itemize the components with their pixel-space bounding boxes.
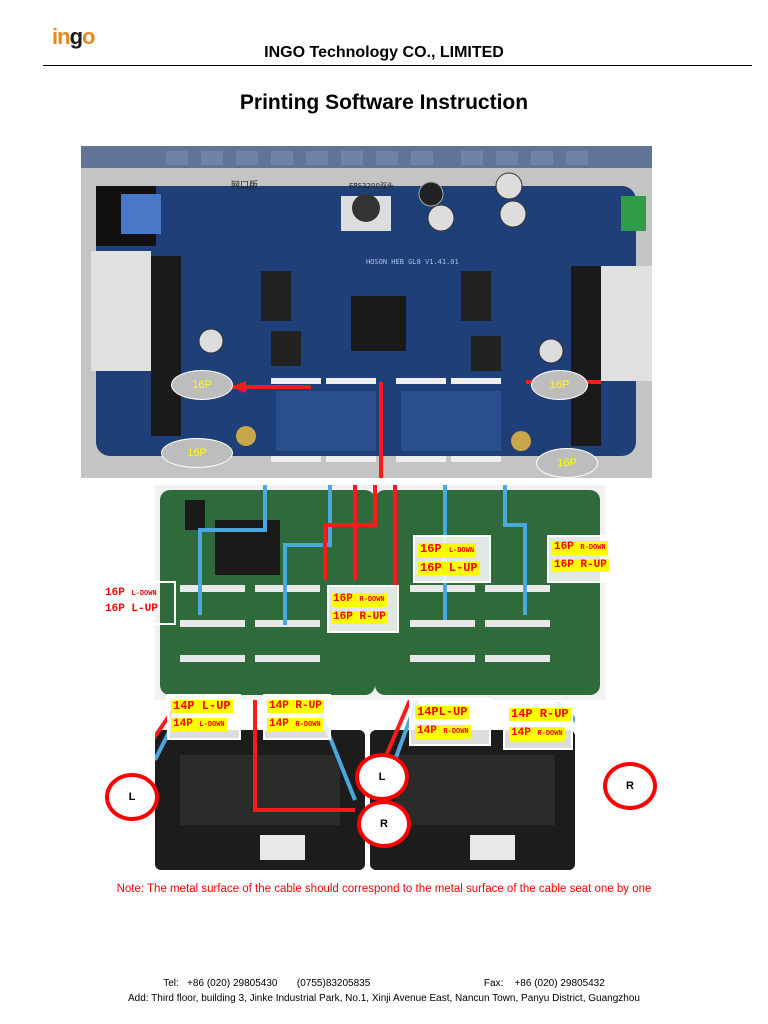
label-16p-r-up-right: 16P R-UP — [552, 559, 609, 572]
footer-contact: Tel: +86 (020) 29805430 (0755)83205835 F… — [0, 978, 768, 989]
header-divider — [43, 65, 752, 66]
label-14p-r-down-b: 14P R-DOWN — [267, 718, 323, 732]
circle-label-r-left: R — [357, 800, 411, 848]
label-16p-l-up-right: 16P L-UP — [418, 561, 480, 575]
circle-label-r-right: R — [603, 762, 657, 810]
print-heads-illustration — [123, 698, 617, 870]
board-head-label: EPS3200双头 — [349, 181, 394, 190]
label-16p-l-down-right: 16P L-DOWN — [418, 542, 477, 558]
main-board-photo: HOSON HEB GL8 V1.41.01 EPS3200双头 网口版 16P… — [81, 146, 652, 478]
connector-oval-16p-bottom-right: 16P — [536, 448, 598, 478]
cable-note: Note: The metal surface of the cable sho… — [116, 883, 652, 895]
label-16p-r-down-center: 16P R-DOWN — [331, 593, 387, 607]
connector-oval-16p-top-left: 16P — [171, 370, 233, 400]
logo-text-suffix: o — [82, 24, 95, 49]
label-box-left — [100, 581, 176, 625]
label-16p-r-up-center: 16P R-UP — [331, 611, 388, 624]
connector-oval-16p-bottom-left: 16P — [161, 438, 233, 468]
label-14pl-up-c: 14PL-UP — [415, 705, 470, 719]
fax-value: +86 (020) 29805432 — [514, 978, 605, 989]
company-logo: ingo — [52, 24, 96, 50]
footer-address: Add: Third floor, building 3, Jinke Indu… — [128, 993, 640, 1004]
logo-text-prefix: in — [52, 24, 71, 49]
tel-label: Tel: — [163, 978, 179, 989]
label-14p-r-down-d: 14P R-DOWN — [509, 727, 565, 741]
board-network-label: 网口版 — [231, 179, 258, 191]
label-14p-r-up-b: 14P R-UP — [267, 700, 324, 713]
circle-label-l-right: L — [355, 753, 409, 801]
tel-value: +86 (020) 29805430 — [187, 978, 278, 989]
print-heads-photo: 14P L-UP 14P L-DOWN 14P R-UP 14P R-DOWN … — [105, 694, 657, 875]
label-14p-r-up-d: 14P R-UP — [509, 707, 571, 721]
label-14p-l-down-a: 14P L-DOWN — [171, 718, 227, 732]
label-14p-l-up-a: 14P L-UP — [171, 699, 233, 713]
label-16p-l-up-left: 16P L-UP — [105, 603, 158, 615]
label-14p-r-down-c: 14P R-DOWN — [415, 725, 471, 739]
logo-text-mid: g — [69, 24, 83, 49]
fax-label: Fax: — [483, 978, 504, 989]
adapter-boards-photo: 16P L-DOWN 16P L-UP 16P R-DOWN 16P R-UP … — [100, 485, 615, 700]
label-16p-r-down-right: 16P R-DOWN — [552, 541, 608, 555]
page-title: Printing Software Instruction — [239, 91, 529, 114]
company-name: INGO Technology CO., LIMITED — [264, 44, 504, 61]
label-16p-l-down-left: 16P L-DOWN — [105, 587, 157, 599]
main-board-illustration: HOSON HEB GL8 V1.41.01 EPS3200双头 网口版 — [81, 146, 652, 478]
connector-oval-16p-top-right: 16P — [531, 370, 588, 400]
circle-label-l-left: L — [105, 773, 159, 821]
board-model-text: HOSON HEB GL8 V1.41.01 — [366, 258, 459, 266]
tel-alt-value: (0755)83205835 — [296, 978, 371, 989]
